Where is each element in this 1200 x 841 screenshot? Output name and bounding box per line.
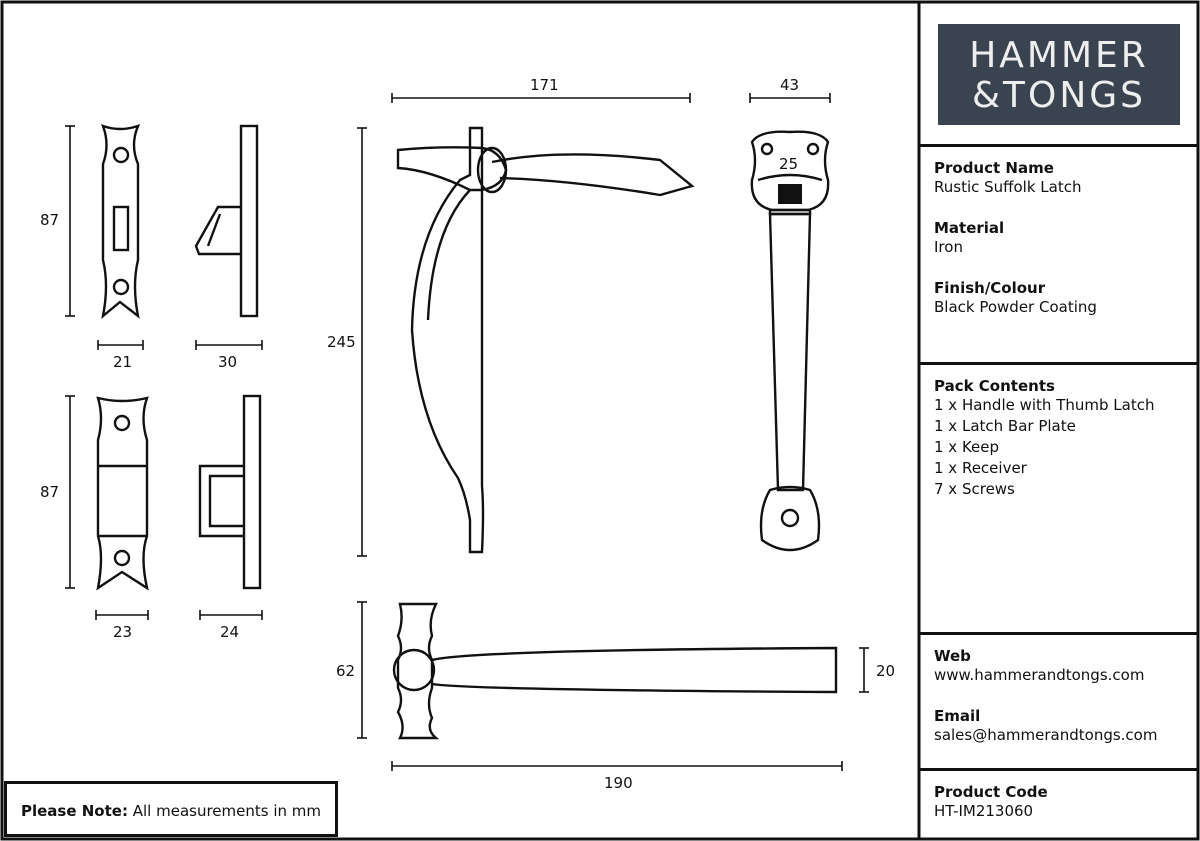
product-code-value: HT-IM213060 <box>934 802 1034 820</box>
dim-handle-length: 171 <box>530 76 559 94</box>
dim-bar-length: 190 <box>604 774 633 792</box>
web-value[interactable]: www.hammerandtongs.com <box>934 666 1145 684</box>
pack-contents-panel: Pack Contents 1 x Handle with Thumb Latc… <box>920 362 1198 632</box>
pack-contents-label: Pack Contents <box>934 377 1055 395</box>
dim-keep-height: 87 <box>40 211 59 229</box>
handle-side-view <box>396 126 695 554</box>
dim-bar-height: 62 <box>336 662 355 680</box>
dim-handle-height: 245 <box>327 333 356 351</box>
dim-receiver-height: 87 <box>40 483 59 501</box>
keep-side-view <box>194 124 259 318</box>
dim-receiver-depth: 24 <box>220 623 239 641</box>
receiver-side-view <box>198 394 262 590</box>
measurement-note: Please Note: All measurements in mm <box>4 781 338 837</box>
email-value[interactable]: sales@hammerandtongs.com <box>934 726 1158 744</box>
product-code-panel: Product Code HT-IM213060 <box>920 768 1198 839</box>
pack-item: 1 x Receiver <box>934 459 1027 477</box>
finish-value: Black Powder Coating <box>934 298 1097 316</box>
dim-keep-width: 21 <box>113 353 132 371</box>
receiver-front-view <box>96 396 149 591</box>
brand-logo: HAMMER &TONGS <box>938 24 1180 125</box>
pack-item: 1 x Handle with Thumb Latch <box>934 396 1155 414</box>
brand-line-1: HAMMER <box>969 35 1149 76</box>
keep-front-view <box>100 124 141 320</box>
material-label: Material <box>934 219 1005 237</box>
dim-receiver-width: 23 <box>113 623 132 641</box>
dim-keep-depth: 30 <box>218 353 237 371</box>
web-label: Web <box>934 647 971 665</box>
product-name-value: Rustic Suffolk Latch <box>934 178 1082 196</box>
dimension-lines <box>65 93 869 771</box>
note-text: All measurements in mm <box>132 802 322 820</box>
product-code-label: Product Code <box>934 783 1048 801</box>
contact-panel: Web www.hammerandtongs.com Email sales@h… <box>920 632 1198 768</box>
note-label: Please Note: <box>21 802 128 820</box>
handle-front-view <box>750 130 830 552</box>
pack-item: 1 x Latch Bar Plate <box>934 417 1076 435</box>
dim-thumb-width: 25 <box>779 155 798 173</box>
material-value: Iron <box>934 238 963 256</box>
pack-item: 7 x Screws <box>934 480 1015 498</box>
dim-handle-width: 43 <box>780 76 799 94</box>
product-name-label: Product Name <box>934 159 1054 177</box>
finish-label: Finish/Colour <box>934 279 1046 297</box>
pack-item: 1 x Keep <box>934 438 1000 456</box>
product-details-panel: Product Name Rustic Suffolk Latch Materi… <box>920 144 1198 364</box>
dim-bar-width: 20 <box>876 662 895 680</box>
latch-bar-view <box>392 602 838 740</box>
thumb-press-fill <box>778 184 802 204</box>
email-label: Email <box>934 707 981 725</box>
brand-line-2: &TONGS <box>971 75 1147 116</box>
